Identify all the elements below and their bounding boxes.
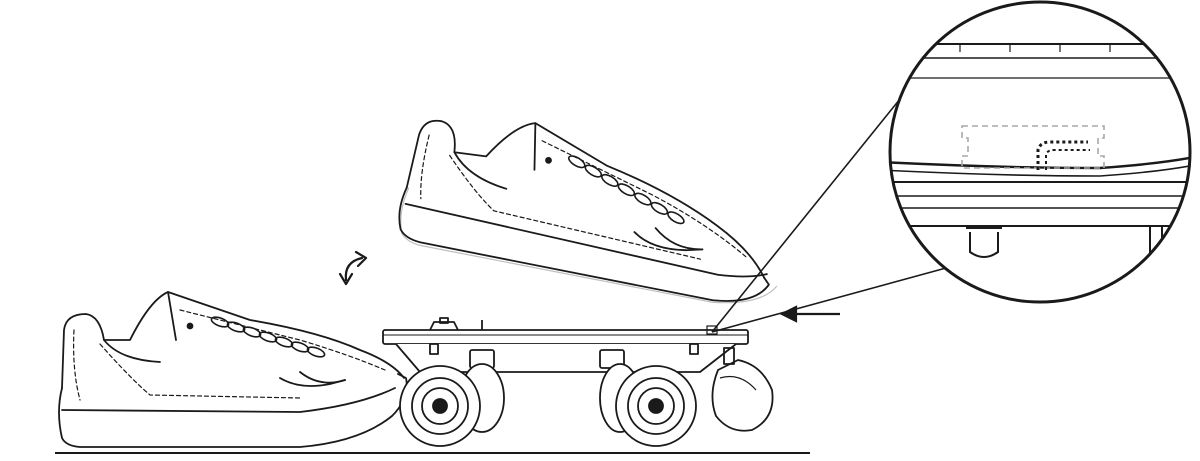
sneaker-resting — [58, 291, 408, 448]
magnified-detail — [888, 0, 1192, 304]
push-arrow — [779, 305, 840, 323]
zoom-source-marker — [706, 325, 718, 335]
rotate-arrow — [338, 250, 368, 286]
sneaker-tilted — [398, 119, 778, 304]
zoom-leader-lines — [711, 93, 947, 333]
roller-skate-chassis — [382, 317, 774, 447]
